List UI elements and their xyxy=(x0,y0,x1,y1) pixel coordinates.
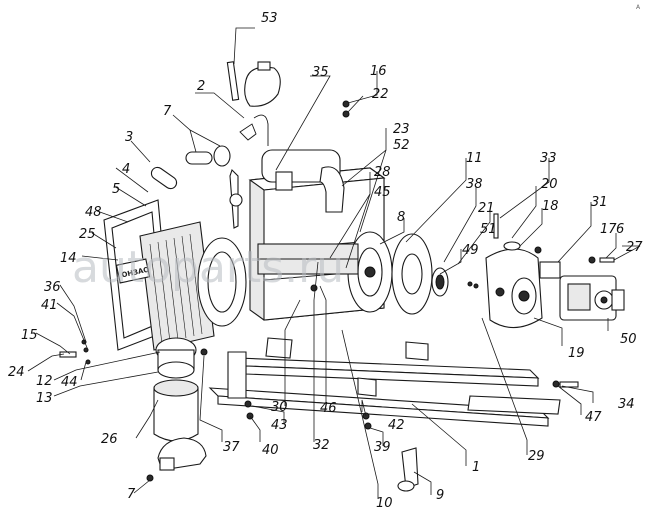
callout-53: 53 xyxy=(261,11,278,26)
callout-35: 35 xyxy=(312,65,329,80)
callout-52: 52 xyxy=(393,138,410,153)
callout-39: 39 xyxy=(374,440,391,455)
callout-37: 37 xyxy=(223,440,240,455)
callout-49: 49 xyxy=(462,243,479,258)
callout-33: 33 xyxy=(540,151,557,166)
callout-1: 1 xyxy=(472,460,480,475)
callout-42: 42 xyxy=(388,418,405,433)
callout-48: 48 xyxy=(85,205,102,220)
callout-25: 25 xyxy=(79,227,96,242)
callout-36: 36 xyxy=(44,280,61,295)
callout-47: 47 xyxy=(585,410,602,425)
impeller-disks xyxy=(391,233,449,315)
watermark-text: autoparts.ru xyxy=(72,242,344,293)
callout-15: 15 xyxy=(21,328,38,343)
callout-7b: 7 xyxy=(127,487,136,502)
callout-6: 6 xyxy=(616,222,624,237)
heater-core xyxy=(257,243,359,275)
callout-28: 28 xyxy=(374,165,391,180)
callout-24: 24 xyxy=(8,365,25,380)
callout-13: 13 xyxy=(36,391,53,406)
corner-mark: A xyxy=(636,4,641,11)
callout-27: 27 xyxy=(626,240,643,255)
callout-50: 50 xyxy=(620,332,637,347)
control-unit xyxy=(559,275,625,321)
hoses xyxy=(150,145,243,229)
callout-21: 21 xyxy=(478,201,495,216)
callout-41: 41 xyxy=(41,298,58,313)
callout-26: 26 xyxy=(101,432,118,447)
callout-51: 51 xyxy=(480,222,497,237)
callout-32: 32 xyxy=(313,438,330,453)
drain-bracket xyxy=(397,447,419,492)
callout-4: 4 xyxy=(122,162,130,177)
callout-5: 5 xyxy=(112,182,120,197)
callout-12: 12 xyxy=(36,374,53,389)
callout-31: 31 xyxy=(591,195,608,210)
callout-20: 20 xyxy=(541,177,558,192)
fan-assembly xyxy=(197,231,393,327)
leader-lines xyxy=(27,27,641,499)
callout-9: 9 xyxy=(436,488,444,503)
callout-16: 16 xyxy=(370,64,387,79)
callout-10: 10 xyxy=(376,496,393,511)
callout-3: 3 xyxy=(125,130,133,145)
frame-rails xyxy=(208,337,561,427)
callout-8: 8 xyxy=(397,210,405,225)
callout-14: 14 xyxy=(60,251,77,266)
burner-housing xyxy=(485,248,561,329)
callout-23: 23 xyxy=(393,122,410,137)
callout-numbers: 53 2 35 16 22 7 3 4 23 52 28 45 11 33 20… xyxy=(8,11,643,511)
callout-2: 2 xyxy=(197,79,205,94)
callout-46: 46 xyxy=(320,401,337,416)
radiator-frame: ОНЗАО xyxy=(103,199,215,351)
callout-22: 22 xyxy=(372,87,389,102)
callout-17: 17 xyxy=(600,222,617,237)
callout-38: 38 xyxy=(466,177,483,192)
callout-30: 30 xyxy=(271,400,288,415)
callout-34: 34 xyxy=(618,397,635,412)
clamp xyxy=(157,437,207,471)
callout-43: 43 xyxy=(271,418,288,433)
expansion-tank xyxy=(226,61,281,146)
callout-19: 19 xyxy=(568,346,585,361)
callout-18: 18 xyxy=(542,199,559,214)
callout-45: 45 xyxy=(374,185,391,200)
callout-29: 29 xyxy=(528,449,545,464)
callout-44: 44 xyxy=(61,375,78,390)
callout-40: 40 xyxy=(262,443,279,458)
callout-7: 7 xyxy=(163,104,172,119)
callout-11: 11 xyxy=(466,151,483,166)
fuel-filter xyxy=(153,337,199,442)
